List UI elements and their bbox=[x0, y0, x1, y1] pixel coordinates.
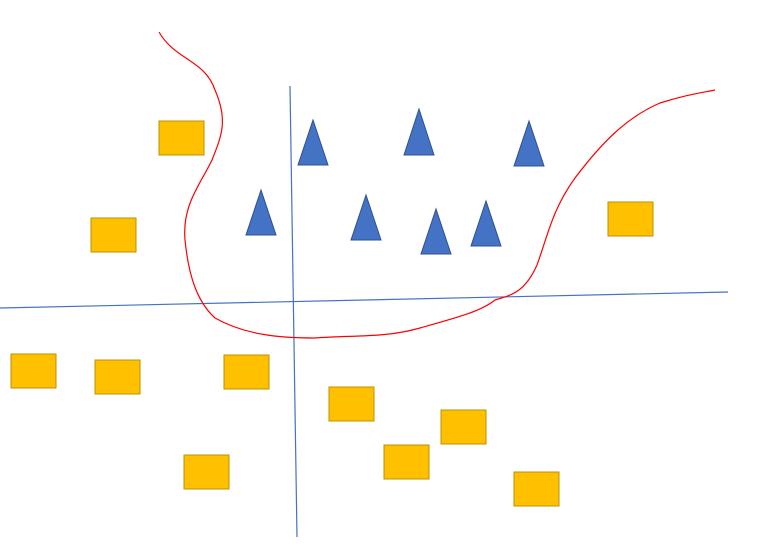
triangle-shape bbox=[245, 188, 277, 236]
triangle-shape bbox=[297, 118, 329, 166]
triangle-shape bbox=[350, 193, 382, 241]
square-shape bbox=[383, 444, 430, 480]
triangle-shape bbox=[403, 107, 435, 156]
square-shape bbox=[10, 353, 57, 389]
triangle-shape bbox=[420, 207, 452, 255]
decision-boundary-curve bbox=[158, 31, 716, 339]
square-shape bbox=[94, 359, 141, 395]
square-shape bbox=[328, 386, 375, 422]
horizontal-axis-line bbox=[0, 291, 729, 309]
square-shape bbox=[183, 454, 230, 490]
triangle-shape bbox=[513, 119, 545, 167]
square-shape bbox=[158, 120, 205, 156]
triangle-shape bbox=[470, 199, 502, 247]
square-shape bbox=[223, 354, 270, 390]
square-shape bbox=[440, 409, 487, 445]
square-shape bbox=[513, 471, 560, 507]
triangle-group bbox=[245, 107, 545, 255]
square-shape bbox=[607, 201, 654, 237]
square-group bbox=[10, 120, 654, 507]
vertical-axis-line bbox=[289, 85, 298, 538]
square-shape bbox=[90, 217, 137, 253]
